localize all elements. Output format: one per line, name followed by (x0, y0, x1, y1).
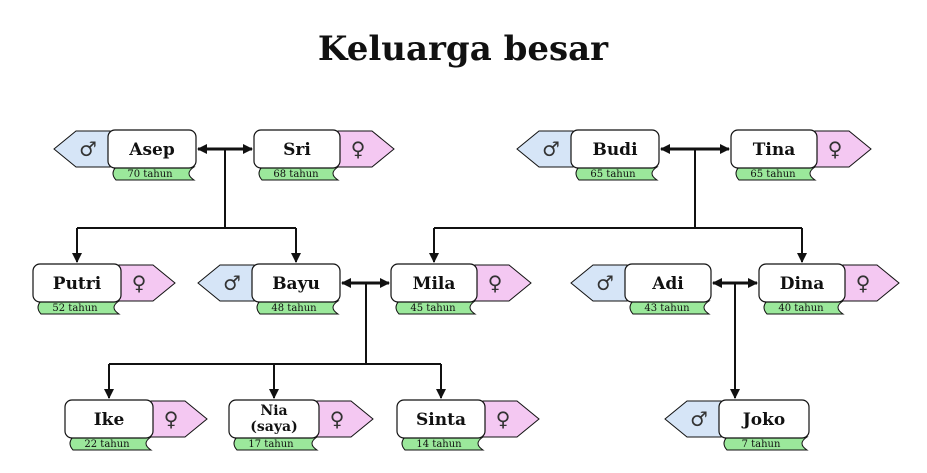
female-symbol-icon: ♀ (488, 271, 503, 295)
person-node-asep: 70 tahun ♂ Asep (53, 129, 197, 181)
age-tag (37, 300, 121, 315)
age-tag (629, 300, 711, 315)
male-symbol-icon: ♂ (596, 271, 614, 295)
person-name: Sinta (416, 410, 466, 430)
gender-badge-female (337, 130, 395, 168)
age-label: 22 tahun (84, 439, 130, 450)
age-tag (258, 166, 340, 181)
age-label: 65 tahun (590, 169, 636, 180)
person-name: Asep (128, 140, 175, 160)
age-tag (233, 436, 319, 451)
age-tag (256, 300, 340, 315)
name-box (718, 399, 810, 439)
person-node-adi: 43 tahun ♂ Adi (570, 263, 712, 315)
age-tag (112, 166, 196, 181)
person-name: Mila (413, 274, 456, 294)
name-box (32, 263, 122, 303)
male-symbol-icon: ♂ (223, 271, 241, 295)
gender-badge-female (118, 264, 176, 302)
female-symbol-icon: ♀ (164, 407, 179, 431)
age-tag (395, 300, 477, 315)
person-name: Ike (94, 410, 125, 430)
person-node-nia: 17 tahun ♀ Nia(saya) (228, 399, 374, 451)
age-label: 7 tahun (742, 439, 781, 450)
gender-badge-female (150, 400, 208, 438)
gender-badge-female (316, 400, 374, 438)
person-node-ike: 22 tahun ♀ Ike (64, 399, 208, 451)
person-name: Adi (651, 274, 684, 294)
person-name: Dina (780, 274, 825, 294)
name-box (228, 399, 320, 439)
person-name: Sri (283, 140, 311, 160)
person-node-sinta: 14 tahun ♀ Sinta (396, 399, 540, 451)
name-box (570, 129, 660, 169)
person-name: Budi (592, 140, 638, 160)
male-symbol-icon: ♂ (690, 407, 708, 431)
age-label: 68 tahun (273, 169, 319, 180)
person-node-tina: 65 tahun ♀ Tina (730, 129, 872, 181)
connector-lines (72, 144, 807, 399)
age-label: 48 tahun (271, 303, 317, 314)
female-symbol-icon: ♀ (132, 271, 147, 295)
person-node-bayu: 48 tahun ♂ Bayu (197, 263, 341, 315)
age-label: 52 tahun (52, 303, 98, 314)
age-label: 40 tahun (778, 303, 824, 314)
person-node-joko: 7 tahun ♂ Joko (664, 399, 810, 451)
name-box (251, 263, 341, 303)
male-symbol-icon: ♂ (79, 137, 97, 161)
person-name-line: (saya) (250, 419, 297, 435)
female-symbol-icon: ♀ (496, 407, 511, 431)
age-tag (735, 166, 817, 181)
female-symbol-icon: ♀ (828, 137, 843, 161)
name-box (396, 399, 486, 439)
female-symbol-icon: ♀ (856, 271, 871, 295)
age-label: 17 tahun (248, 439, 294, 450)
person-name-line: Nia (260, 403, 287, 419)
gender-badge-female (474, 264, 532, 302)
age-tag (723, 436, 809, 451)
age-tag (69, 436, 153, 451)
age-tag (763, 300, 845, 315)
female-symbol-icon: ♀ (351, 137, 366, 161)
name-box (730, 129, 818, 169)
person-node-sri: 68 tahun ♀ Sri (253, 129, 395, 181)
person-node-putri: 52 tahun ♀ Putri (32, 263, 176, 315)
person-node-dina: 40 tahun ♀ Dina (758, 263, 900, 315)
name-box (624, 263, 712, 303)
person-name: Putri (53, 274, 102, 294)
gender-badge-female (814, 130, 872, 168)
name-box (107, 129, 197, 169)
age-label: 14 tahun (416, 439, 462, 450)
age-tag (575, 166, 659, 181)
name-box (253, 129, 341, 169)
age-label: 43 tahun (644, 303, 690, 314)
gender-badge-female (842, 264, 900, 302)
person-node-budi: 65 tahun ♂ Budi (516, 129, 660, 181)
name-box (758, 263, 846, 303)
female-symbol-icon: ♀ (330, 407, 345, 431)
person-node-mila: 45 tahun ♀ Mila (390, 263, 532, 315)
diagram-title: Keluarga besar (318, 29, 609, 69)
name-box (390, 263, 478, 303)
person-name: Joko (741, 410, 786, 430)
person-name: Bayu (272, 274, 320, 294)
age-label: 70 tahun (127, 169, 173, 180)
gender-badge-female (482, 400, 540, 438)
age-label: 45 tahun (410, 303, 456, 314)
male-symbol-icon: ♂ (542, 137, 560, 161)
age-tag (401, 436, 485, 451)
name-box (64, 399, 154, 439)
person-name: Tina (753, 140, 795, 160)
age-label: 65 tahun (750, 169, 796, 180)
